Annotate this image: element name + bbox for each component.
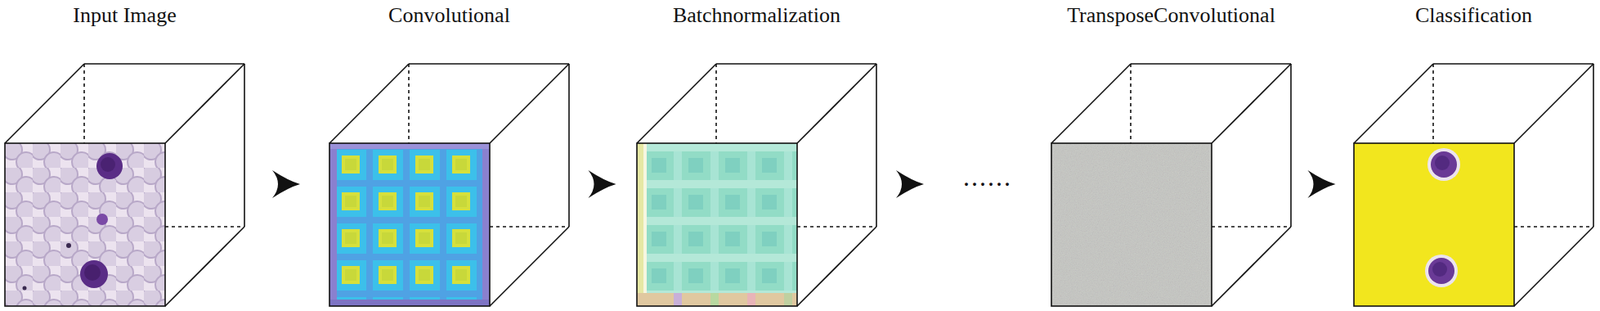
cube-front [4,143,166,306]
layer-title: TransposeConvolutional [1051,0,1291,28]
ellipsis-label: ...... [963,162,1013,191]
flow-arrow [244,170,330,198]
cube-outline [1051,63,1291,306]
blood-smear-image [4,143,166,306]
cube-layer: Input Image [4,0,245,306]
cube-layer: Classification [1353,0,1594,306]
flow-arrow [1290,170,1354,198]
flow-arrow [569,170,637,198]
cube-front [1353,143,1515,306]
feature-map-image [329,143,490,306]
arrow-head [1308,170,1336,198]
cube-outline [4,63,245,306]
layer-title: Batchnormalization [636,0,877,28]
cube-layer: Convolutional [329,0,570,306]
noise-map-image [1051,143,1212,306]
cube-outline [636,63,877,306]
layer-title: Classification [1353,0,1594,28]
cube-outline [329,63,570,306]
arrow-head [588,170,617,198]
layer-title: Input Image [4,0,245,28]
cube-layer: TransposeConvolutional [1051,0,1291,306]
cube-front [636,143,798,306]
layer-title: Convolutional [329,0,570,28]
arrow-head [272,170,301,198]
segmentation-image [1353,143,1515,306]
cube-front [329,143,490,306]
cube-front [1051,143,1212,306]
arrow-head [896,170,924,198]
normalized-map-image [636,143,798,306]
cube-outline [1353,63,1594,306]
cube-layer: Batchnormalization [636,0,877,306]
